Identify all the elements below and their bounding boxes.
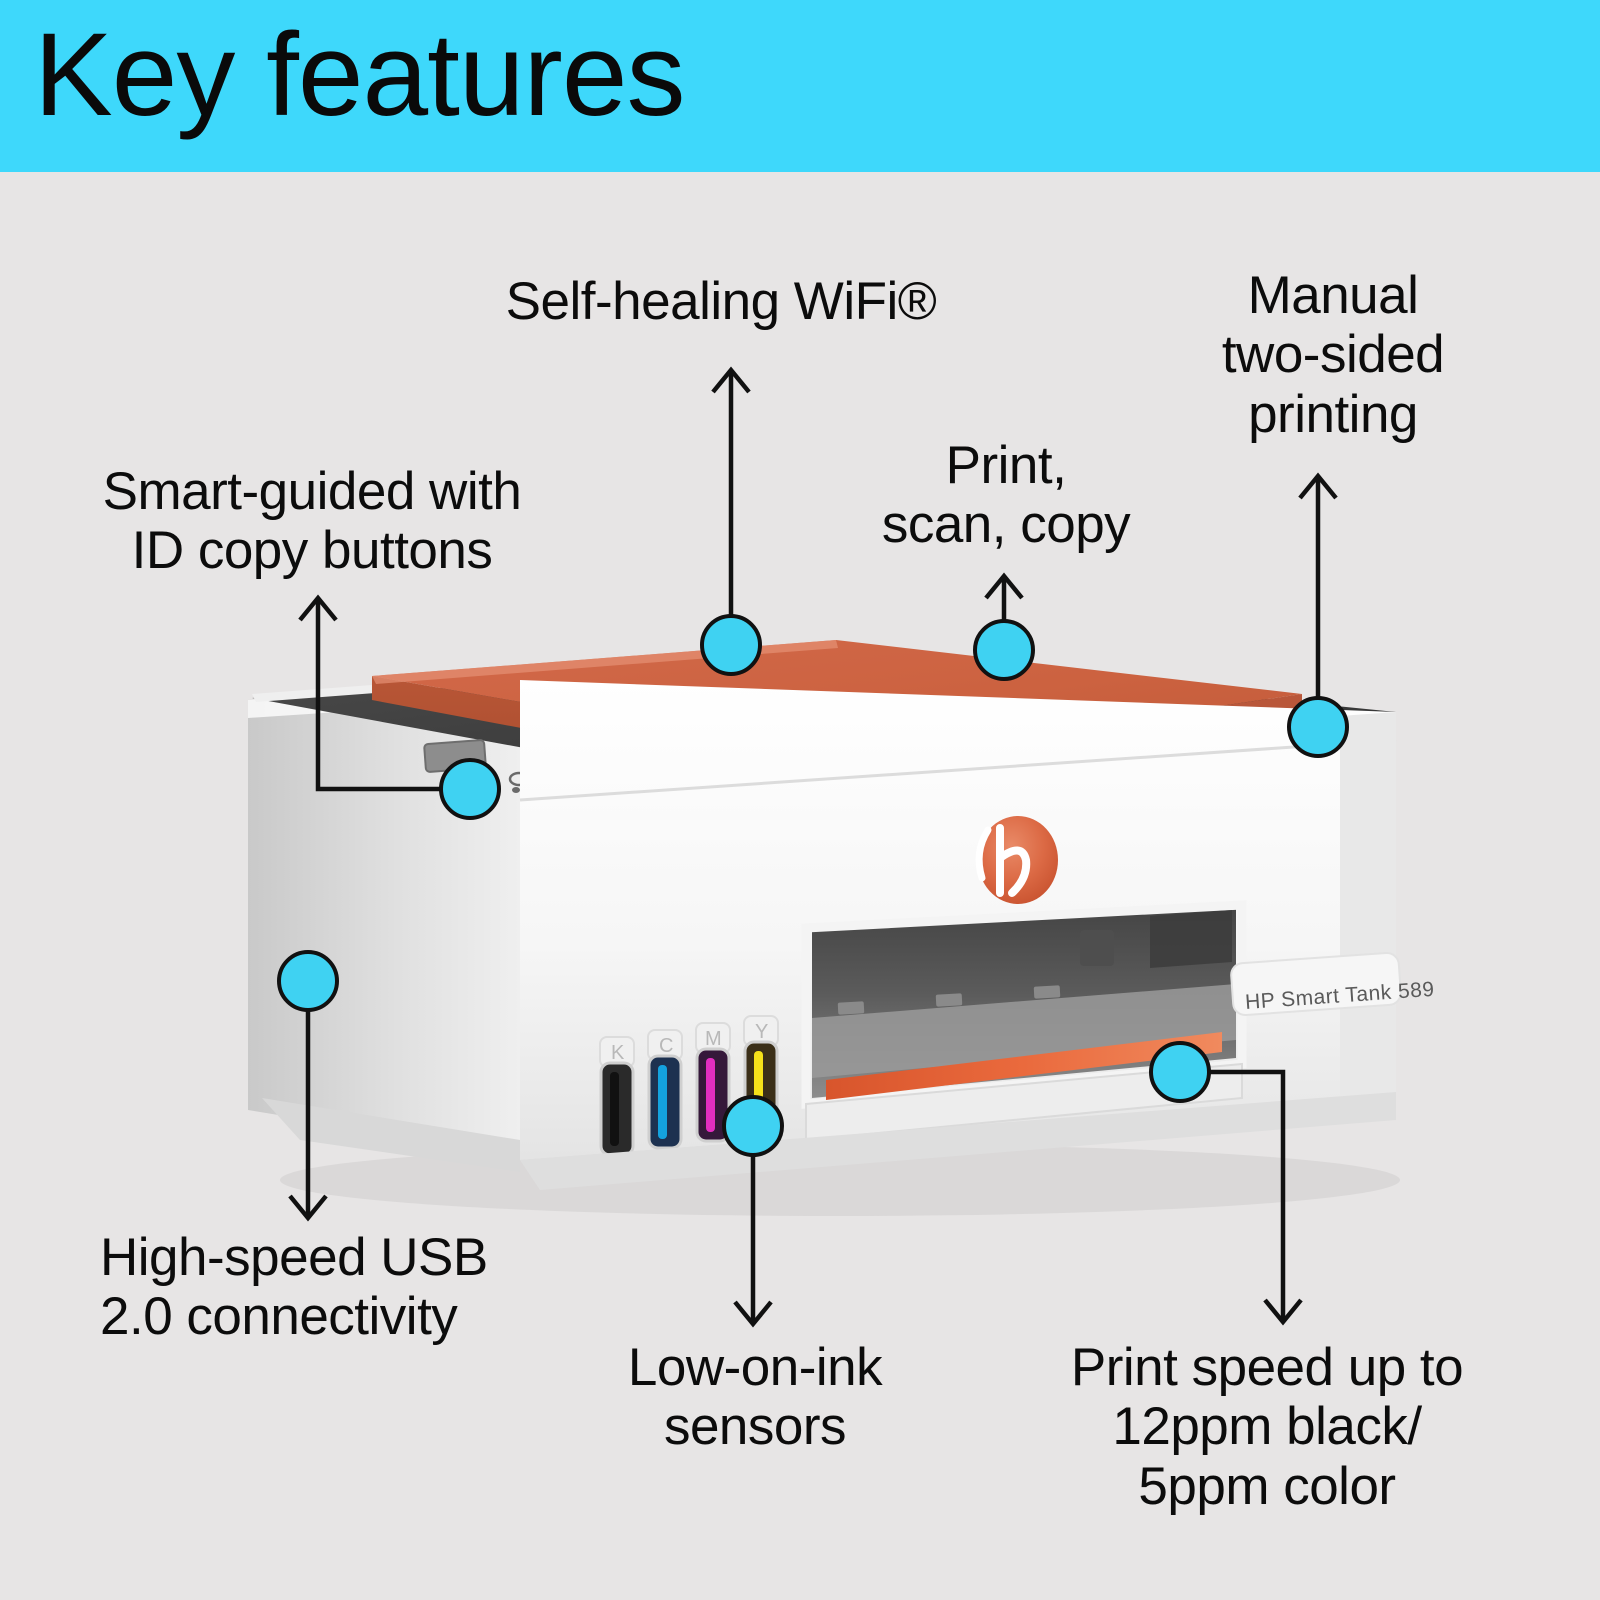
leader-low-on-ink: [733, 1126, 773, 1328]
scanner-lid-top: [372, 640, 1302, 760]
printer-front-base: [520, 1092, 1396, 1190]
header-band: Key features: [0, 0, 1600, 172]
yellow-ink-tank-window: [743, 1040, 779, 1136]
cyan-ink-tank-code: C: [659, 1035, 673, 1057]
callout-dot-two-sided-printing[interactable]: [1287, 696, 1349, 758]
tray-rib: [837, 1001, 865, 1015]
callout-dot-print-scan-copy[interactable]: [973, 619, 1035, 681]
leader-usb-connectivity: [288, 981, 328, 1222]
scanner-lid-left-edge: [372, 676, 852, 790]
tray-rib: [935, 993, 963, 1007]
yellow-ink-tank-label-plate: [743, 1015, 779, 1047]
print-carriage: [1080, 930, 1114, 966]
leader-print-speed: [1180, 1069, 1303, 1326]
page-title: Key features: [34, 9, 685, 141]
callout-print-speed: Print speed up to 12ppm black/ 5ppm colo…: [1070, 1338, 1464, 1516]
callout-dot-print-speed[interactable]: [1149, 1041, 1211, 1103]
callout-smart-guided-id-copy-buttons: Smart-guided with ID copy buttons: [102, 462, 522, 581]
cyan-ink-tank-window: [647, 1054, 683, 1150]
black-ink-tank-label-plate: [599, 1036, 635, 1068]
callout-manual-two-sided-printing: Manual two-sided printing: [1221, 266, 1445, 444]
magenta-ink-tank-code: M: [705, 1028, 722, 1050]
power-button-icon[interactable]: [531, 803, 560, 821]
leader-smart-guided: [298, 594, 470, 792]
printer-left-top-highlight: [248, 680, 520, 718]
output-tray-floor: [812, 984, 1236, 1078]
leader-print-scan-copy: [984, 572, 1024, 650]
printer-top-deck: [252, 655, 1396, 806]
tray-rib: [1033, 985, 1061, 999]
scanner-lid-highlight: [372, 640, 838, 684]
output-tray-frame: [801, 900, 1247, 1109]
model-badge-text: HP Smart Tank 589: [1244, 978, 1435, 1014]
callout-low-on-ink-sensors: Low-on-ink sensors: [627, 1338, 883, 1457]
ink-tank-window-group: K C M Y: [599, 1015, 779, 1157]
callout-dot-smart-guided[interactable]: [439, 758, 501, 820]
output-tray-lip: [805, 1062, 1243, 1142]
lcd-display: [423, 739, 487, 773]
callout-dot-self-healing-wifi[interactable]: [700, 614, 762, 676]
printer-front-body: [520, 680, 1396, 1160]
carriage-shadow: [1150, 910, 1232, 968]
output-tray-cavity: [812, 908, 1236, 1098]
black-ink-level: [610, 1072, 619, 1146]
paper-guide-accent-bar: [826, 1032, 1222, 1100]
callout-print-scan-copy: Print, scan, copy: [881, 436, 1131, 555]
black-ink-tank-code: K: [611, 1042, 625, 1064]
cyan-ink-tank-label-plate: [647, 1029, 683, 1061]
scanner-lid-right-edge: [852, 694, 1302, 790]
cyan-ink-level: [658, 1065, 667, 1139]
black-ink-tank-window: [599, 1061, 635, 1157]
id-copy-button-icon[interactable]: ▤: [532, 776, 549, 796]
hp-logo: [975, 816, 1058, 904]
magenta-ink-tank-window: [695, 1047, 731, 1143]
model-badge-plate: [1230, 952, 1402, 1016]
info-button-icon[interactable]: [512, 787, 520, 793]
printer-left-base: [262, 1098, 520, 1172]
callout-self-healing-wifi: Self-healing WiFi®: [505, 272, 937, 331]
callout-dot-usb-connectivity[interactable]: [277, 950, 339, 1012]
printer-deck-back-rim: [252, 651, 830, 702]
magenta-ink-tank-label-plate: [695, 1022, 731, 1054]
leader-two-sided-printing: [1298, 472, 1338, 727]
printer-body-seam: [519, 738, 1397, 802]
callout-dot-low-on-ink[interactable]: [722, 1095, 784, 1157]
magenta-ink-level: [706, 1058, 715, 1132]
wifi-button-icon[interactable]: [508, 771, 530, 787]
yellow-ink-level: [754, 1051, 763, 1125]
printer-shadow: [280, 1144, 1400, 1216]
yellow-ink-tank-code: Y: [755, 1021, 768, 1043]
printer-right-shade: [1340, 712, 1396, 1098]
leader-self-healing-wifi: [711, 366, 751, 645]
callout-high-speed-usb: High-speed USB 2.0 connectivity: [100, 1228, 488, 1347]
printer-left-side-panel: [248, 680, 520, 1155]
